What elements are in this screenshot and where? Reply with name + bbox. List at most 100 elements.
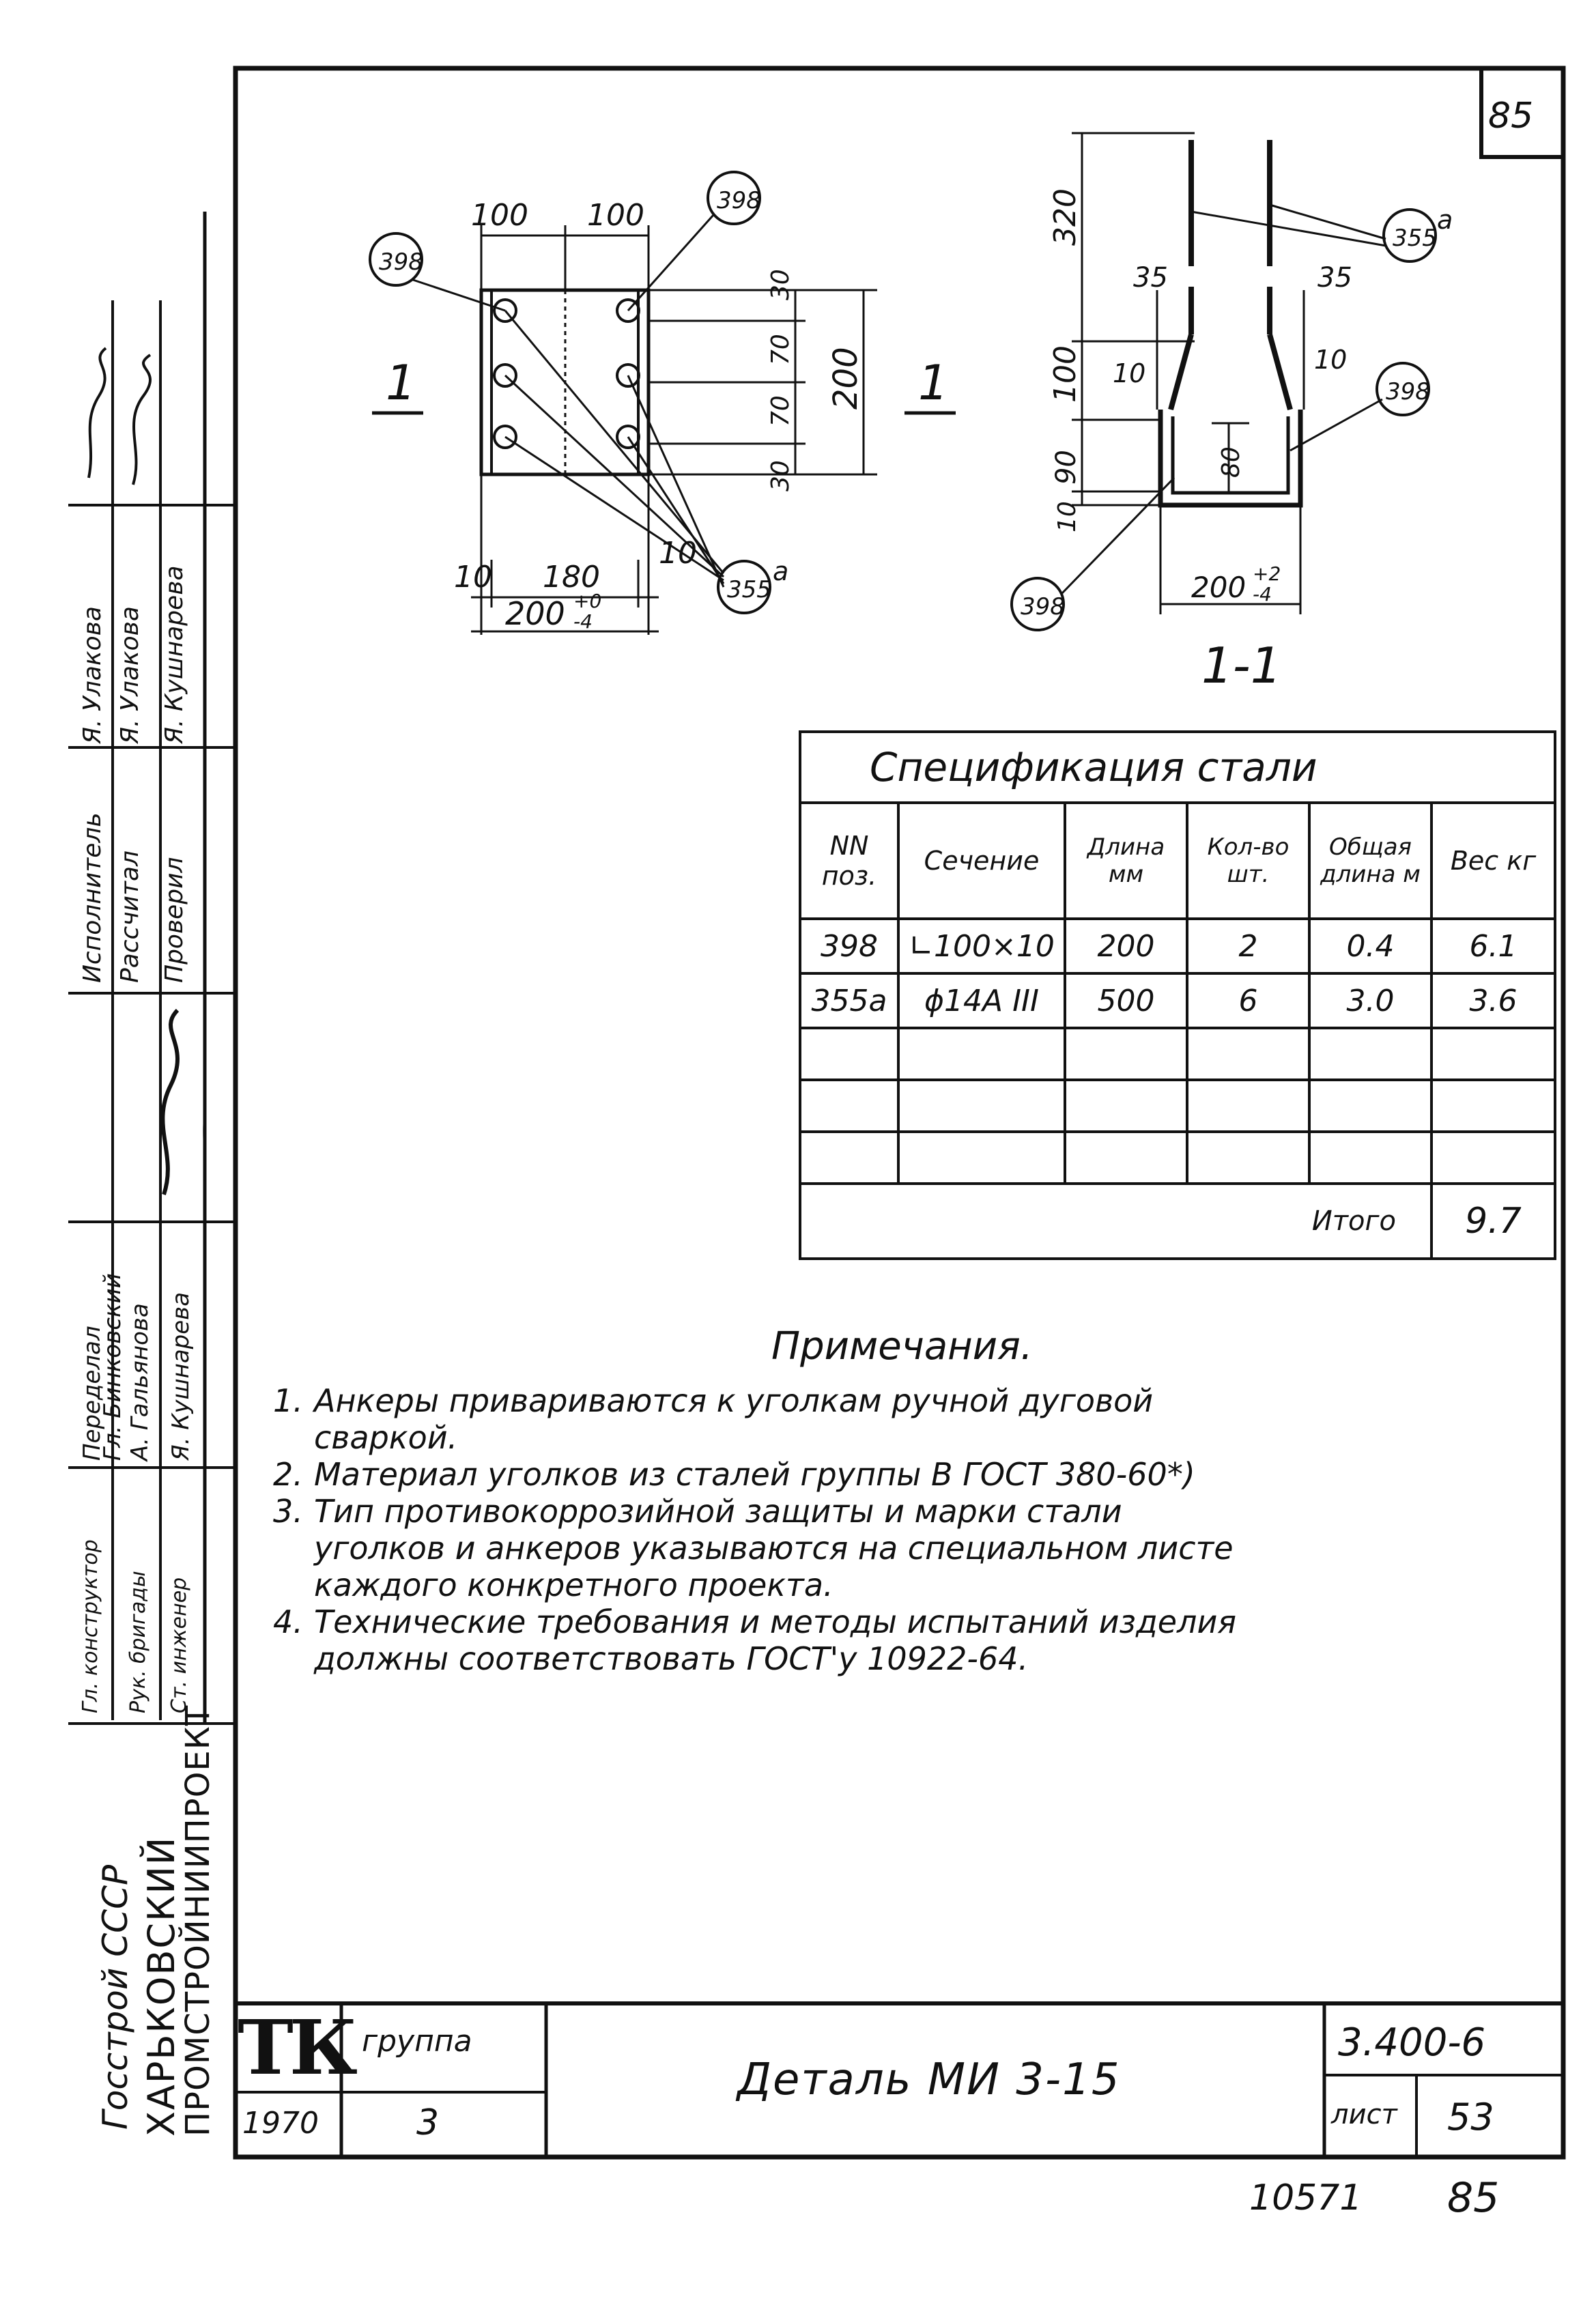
spec-cell: 0.4 <box>1308 917 1433 975</box>
spec-cell <box>1308 1130 1433 1185</box>
notes-list: 1. Анкеры привариваются к уголкам ручной… <box>273 1382 1556 1677</box>
org-promstroy: ПРОМСТРОЙНИИПРОЕКТ <box>179 1704 217 2137</box>
note-line: Анкеры привариваются к уголкам ручной ду… <box>314 1382 1154 1419</box>
spec-header-pos: NN поз. <box>799 801 900 920</box>
spec-cell: ϕ14А III <box>897 972 1066 1029</box>
drawing-title: Деталь МИ 3-15 <box>737 2055 1121 2105</box>
spec-total-label: Итого <box>799 1182 1433 1260</box>
sheet-value: 53 <box>1447 2096 1494 2139</box>
spec-cell <box>799 1027 900 1081</box>
plan-tolerance-2: -4 <box>573 610 593 633</box>
reviser-2: Гл. Бинковский <box>99 1273 126 1461</box>
signature-marks-2 <box>160 1008 205 1195</box>
spec-total-row: Итого 9.7 <box>799 1182 1556 1260</box>
note-number: 1. <box>273 1382 303 1419</box>
note-line: Тип противокоррозийной защиты и марки ст… <box>314 1493 1122 1530</box>
section-width: 200 <box>1191 571 1246 604</box>
section-label: 1-1 <box>1201 637 1282 694</box>
plan-dim-right-2: 70 <box>767 334 795 365</box>
note-line: уголков и анкеров указываются на специал… <box>314 1530 1234 1567</box>
reviser-4: Я. Кушнарева <box>167 1291 195 1461</box>
spec-cell: 3.0 <box>1308 972 1433 1029</box>
notes-title: Примечания. <box>771 1324 1033 1369</box>
note-item: 1. Анкеры привариваются к уголкам ручной… <box>273 1382 1556 1456</box>
group-label: группа <box>362 2024 472 2059</box>
spec-cell <box>799 1079 900 1133</box>
spec-row: 355а ϕ14А III 500 6 3.0 3.6 <box>799 972 1556 1029</box>
spec-cell: 200 <box>1064 917 1188 975</box>
signer-role-1: Гл. конструктор <box>79 1539 102 1713</box>
spec-cell: 398 <box>799 917 900 975</box>
note-line: должны соответствовать ГОСТ'у 10922-64. <box>314 1640 1029 1677</box>
section-dim-left-4: 10 <box>1053 501 1081 532</box>
spec-cell <box>897 1079 1066 1133</box>
plan-overall-width: 200 <box>505 595 565 632</box>
plan-mark: 1 <box>386 355 416 411</box>
spec-table-wrap: Спецификация стали NN поз. Сечение Длина… <box>799 730 1556 1260</box>
name-2: Я. Улакова <box>116 606 144 744</box>
section-dim-side-1: 35 <box>1133 262 1168 294</box>
spec-cell: 500 <box>1064 972 1188 1029</box>
spec-cell <box>1430 1130 1556 1185</box>
plan-callout-suffix: а <box>773 556 788 586</box>
section-callout-3: 398 <box>1021 593 1065 620</box>
org-kharkov: ХАРЬКОВСКИЙ <box>140 1836 183 2137</box>
spec-row: 398 ∟100×10 200 2 0.4 6.1 <box>799 917 1556 975</box>
section-tolerance: +2 <box>1253 562 1281 585</box>
spec-table: NN поз. Сечение Длина мм Кол-во шт. Обща… <box>799 801 1556 1260</box>
note-item: 2. Материал уголков из сталей группы В Г… <box>273 1456 1556 1493</box>
plan-dim-right-4: 30 <box>767 460 795 491</box>
section-inner-dim: 80 <box>1217 446 1245 478</box>
spec-cell <box>1186 1027 1311 1081</box>
spec-header-total-length: Общая длина м <box>1308 801 1433 920</box>
note-number: 2. <box>273 1456 303 1493</box>
spec-cell: 6.1 <box>1430 917 1556 975</box>
note-number: 3. <box>273 1493 303 1530</box>
plan-callout-3: 355 <box>727 576 771 603</box>
spec-header-row: NN поз. Сечение Длина мм Кол-во шт. Обща… <box>799 801 1556 920</box>
section-dim-left-3: 90 <box>1051 450 1082 485</box>
plan-dim-bottom-1: 10 <box>454 560 492 595</box>
plan-dim-right-1: 30 <box>767 269 795 300</box>
section-callout-1: 355 <box>1393 225 1437 252</box>
spec-cell <box>897 1027 1066 1081</box>
note-line: Материал уголков из сталей группы В ГОСТ… <box>314 1456 1195 1493</box>
spec-cell <box>1064 1079 1188 1133</box>
plan-overall-height: 200 <box>827 347 865 410</box>
spec-cell <box>799 1130 900 1185</box>
plan-callout-2: 398 <box>717 187 761 214</box>
spec-cell: ∟100×10 <box>897 917 1066 975</box>
section-tolerance-2: -4 <box>1253 583 1272 605</box>
plan-dim-bottom-2: 180 <box>543 560 600 595</box>
spec-total-value: 9.7 <box>1430 1182 1556 1260</box>
spec-cell <box>1308 1079 1433 1133</box>
plan-tolerance: +0 <box>573 590 601 612</box>
year: 1970 <box>242 2106 319 2141</box>
signature-marks <box>87 347 152 485</box>
section-callout-suffix: а <box>1437 205 1453 235</box>
plan-view <box>369 171 877 635</box>
plan-callout-1: 398 <box>379 248 423 276</box>
section-dim-left-2: 100 <box>1048 345 1083 403</box>
spec-header-qty: Кол-во шт. <box>1186 801 1311 920</box>
section-callout-2: 398 <box>1386 378 1430 405</box>
note-line: Технические требования и методы испытани… <box>314 1603 1237 1640</box>
org-gosstroy: Госстрой СССР <box>96 1864 135 2130</box>
sheet-number-top: 85 <box>1488 96 1534 137</box>
section-dim-side-4: 10 <box>1314 345 1347 375</box>
spec-header-weight: Вес кг <box>1430 801 1556 920</box>
spec-cell <box>1308 1027 1433 1081</box>
note-line: сваркой. <box>314 1419 458 1456</box>
role-calculated: Рассчитал <box>116 850 144 983</box>
logo-tk: ТК <box>238 2003 358 2091</box>
signer-role-2: Рук. бригады <box>126 1571 150 1713</box>
spec-row <box>799 1027 1556 1081</box>
spec-cell <box>1430 1027 1556 1081</box>
spec-cell <box>1186 1079 1311 1133</box>
plan-dim-top-2: 100 <box>587 198 644 233</box>
series-number: 3.400-6 <box>1338 2020 1486 2065</box>
plan-dim-right-3: 70 <box>767 395 795 427</box>
role-executor: Исполнитель <box>79 812 106 983</box>
spec-cell: 6 <box>1186 972 1311 1029</box>
archive-number: 10571 <box>1249 2177 1363 2218</box>
